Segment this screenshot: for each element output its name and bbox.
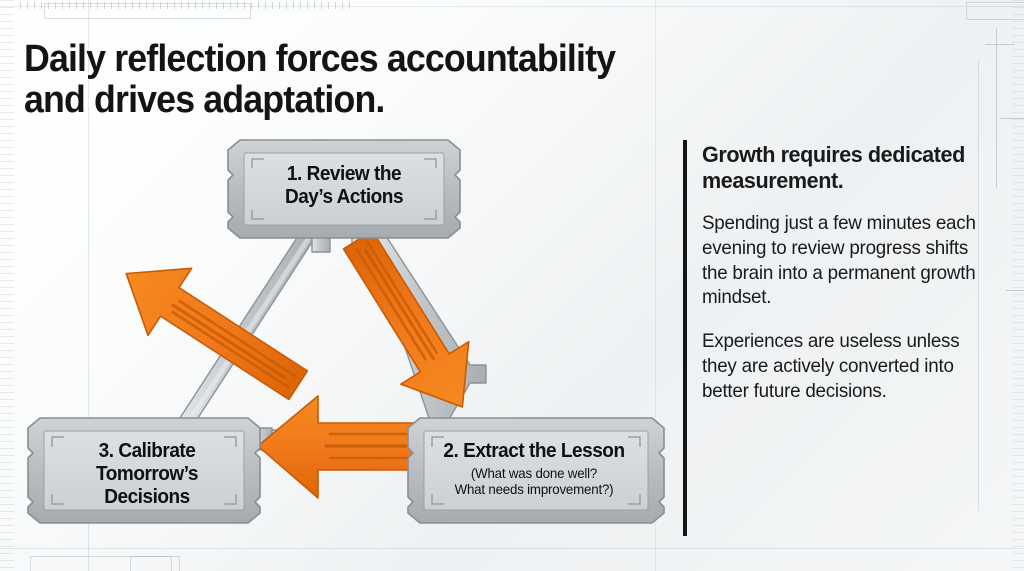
sidebar-callout: Growth requires dedicated measurement. S… bbox=[702, 142, 994, 423]
page-title: Daily reflection forces accountability a… bbox=[24, 39, 767, 120]
sidebar-heading: Growth requires dedicated measurement. bbox=[702, 142, 965, 194]
node-3-shape bbox=[27, 417, 261, 524]
reflection-cycle-diagram: 1. Review the Day’s Actions 2. Extract t… bbox=[27, 139, 665, 524]
guide-rectangle bbox=[966, 2, 1024, 20]
node-2-shape bbox=[407, 417, 665, 524]
vertical-divider bbox=[683, 140, 687, 536]
rail-left-inner bbox=[188, 236, 313, 418]
arrow-2-to-3 bbox=[257, 395, 431, 499]
page-title-line-2: and drives adaptation. bbox=[24, 78, 385, 121]
arrow-3-to-1 bbox=[125, 267, 309, 401]
crosshair-horizontal bbox=[1000, 118, 1024, 119]
sidebar-paragraph-2: Experiences are useless unless they are … bbox=[702, 330, 960, 403]
crosshair-vertical bbox=[996, 28, 997, 188]
arrow-1-to-2 bbox=[342, 230, 470, 408]
crosshair-horizontal bbox=[1006, 290, 1024, 291]
sidebar-paragraph-1: Spending just a few minutes each evening… bbox=[702, 211, 976, 309]
node-1-shape bbox=[227, 139, 461, 239]
ruler-strip-right bbox=[1012, 0, 1024, 571]
crosshair-horizontal bbox=[985, 44, 1015, 45]
page-title-line-1: Daily reflection forces accountability bbox=[24, 38, 616, 81]
